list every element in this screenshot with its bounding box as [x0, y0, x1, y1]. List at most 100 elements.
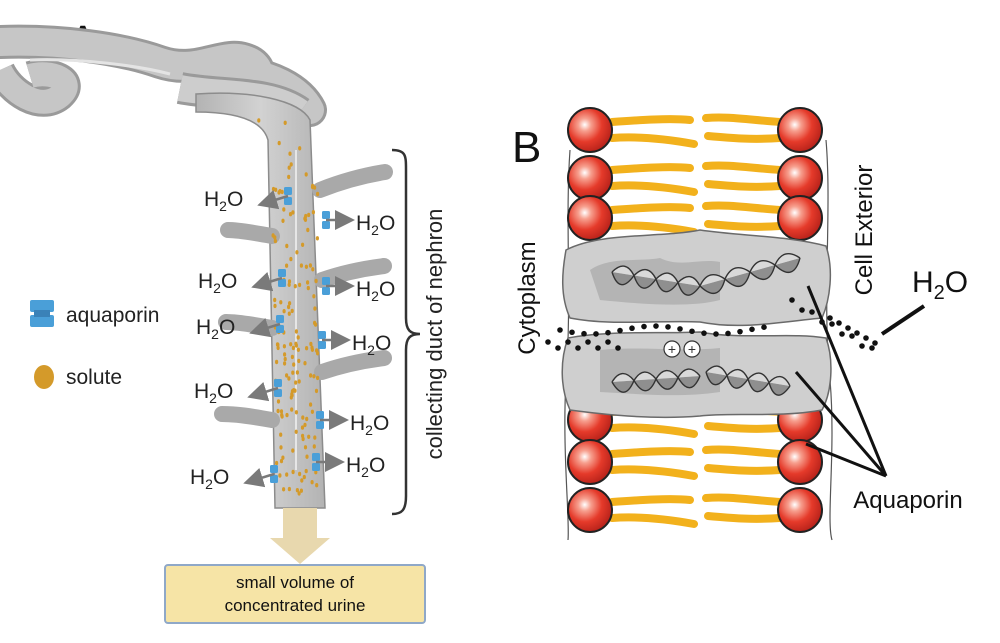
water-arrow — [251, 272, 283, 292]
lipid-tail — [702, 445, 784, 458]
lipid-head — [777, 195, 823, 241]
solute-dot — [305, 454, 309, 459]
helix-coil — [747, 378, 770, 393]
lipid-tail — [608, 163, 694, 174]
h2o-label: H2O — [198, 270, 237, 296]
h2o-b-sub: 2 — [934, 282, 945, 304]
positive-charges: + + — [663, 340, 701, 358]
solute-dot — [301, 415, 305, 420]
solute-dot — [303, 361, 307, 366]
solute-dot — [287, 304, 291, 310]
solute-dot — [304, 172, 308, 177]
solute-dot — [282, 309, 286, 314]
solute-dot — [303, 216, 307, 221]
lipid-tail — [608, 221, 698, 236]
duct-bracket — [391, 148, 421, 516]
solute-dot — [298, 471, 302, 477]
lipid-tail — [704, 132, 784, 143]
lipid-bilayer — [567, 107, 823, 533]
charge-circle — [663, 340, 681, 358]
water-molecule-dot — [836, 320, 842, 326]
solute-dot — [289, 395, 293, 400]
aquaporin-channel — [284, 197, 292, 205]
helix-coil — [677, 275, 701, 287]
solute-dot — [306, 285, 310, 291]
water-arrow — [243, 468, 275, 488]
lipid-molecule — [702, 439, 823, 485]
aquaporin-channel — [312, 463, 320, 471]
solute-dot — [282, 487, 286, 492]
lipid-tail — [704, 464, 784, 475]
aquaporin-channel — [278, 279, 286, 287]
solute-dot — [312, 374, 316, 379]
water-molecule-dot — [641, 323, 647, 330]
solute-particles — [257, 118, 320, 496]
helix-coil — [655, 377, 679, 390]
solute-legend-icon — [34, 365, 54, 389]
h2o-label: H2O — [352, 332, 391, 358]
water-exit: H2O — [312, 452, 385, 480]
water-molecule-dot — [689, 328, 695, 335]
solute-dot — [287, 376, 291, 381]
solute-dot — [287, 279, 292, 284]
solute-dot — [285, 412, 289, 418]
urine-box-line2: concentrated urine — [225, 596, 366, 615]
solute-dot — [291, 448, 295, 453]
helix-coil — [655, 369, 679, 380]
lipid-tail — [608, 495, 694, 506]
solute-dot — [283, 120, 287, 126]
water-molecule-dot — [585, 339, 591, 345]
solute-dot — [294, 429, 298, 434]
solute-dot — [279, 409, 284, 414]
lipid-head — [777, 155, 823, 201]
cytoplasm-label: Cytoplasm — [514, 241, 541, 354]
solute-dot — [307, 434, 311, 439]
water-arrow — [249, 318, 281, 338]
water-exit: H2O — [196, 315, 284, 342]
legend: aquaporin solute — [30, 300, 159, 389]
solute-dot — [293, 284, 297, 289]
solute-dot — [300, 478, 304, 483]
h2o-label: H2O — [346, 454, 385, 480]
solute-dot — [274, 187, 278, 192]
solute-dot — [279, 458, 284, 464]
water-exit: H2O — [322, 276, 395, 304]
urine-box-line1: small volume of — [236, 573, 354, 592]
h2o-b-h: H — [912, 266, 934, 299]
solute-dot — [298, 282, 302, 288]
lipid-head — [777, 107, 823, 153]
aquaporin-protein-upper — [561, 229, 832, 327]
solute-dot — [289, 162, 293, 167]
alpha-helix — [699, 252, 801, 295]
solute-dot — [275, 359, 279, 365]
lipid-tail — [704, 180, 784, 191]
aquaporin-channel — [276, 315, 284, 323]
solute-dot — [295, 250, 299, 255]
solute-dot — [313, 320, 317, 326]
helix-coil — [611, 372, 635, 383]
water-molecule-dot — [839, 331, 845, 337]
water-molecule-dot — [665, 324, 671, 330]
solute-dot — [301, 433, 305, 439]
lipid-molecule — [567, 439, 698, 485]
solute-dot — [281, 455, 285, 460]
solute-dot — [257, 118, 261, 123]
helix-coil — [677, 368, 701, 378]
h2o-label: H2O — [350, 412, 389, 438]
h2o-label: H2O — [194, 380, 233, 406]
solute-dot — [290, 407, 294, 412]
lipid-tail — [702, 161, 784, 174]
aquaporin-channel — [322, 287, 330, 295]
h2o-label: H2O — [204, 188, 243, 214]
water-molecule-dot — [555, 345, 561, 351]
solute-dot — [297, 358, 301, 364]
solute-dot — [299, 488, 303, 493]
charge-label: + — [668, 341, 676, 357]
solute-dot — [299, 263, 303, 268]
water-molecule-dot — [615, 345, 621, 351]
helix-coil — [705, 365, 728, 376]
water-exit: H2O — [198, 269, 286, 296]
solute-dot — [279, 300, 283, 305]
helix-coil — [611, 380, 635, 393]
